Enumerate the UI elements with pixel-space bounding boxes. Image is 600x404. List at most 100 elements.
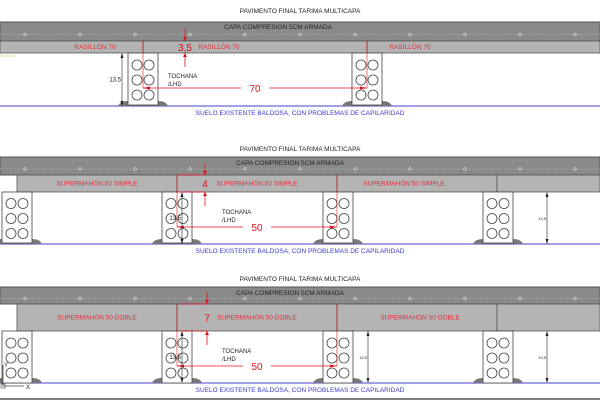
brick-hole-icon bbox=[367, 59, 379, 71]
brick-hole-icon bbox=[498, 228, 510, 239]
brick-hole-icon bbox=[17, 198, 29, 209]
arrow-down-icon bbox=[203, 171, 207, 175]
brick-hole-icon bbox=[338, 367, 350, 379]
slab-label: CAPA COMPRESION 5CM ARMADA bbox=[224, 24, 333, 31]
block-label: SUPERMAHÓN 50 SIMPLE bbox=[56, 179, 138, 188]
arrow-up-icon bbox=[203, 192, 207, 196]
height-dimension: 13,5 bbox=[169, 216, 181, 222]
brick-hole-icon bbox=[338, 213, 350, 224]
brick-hole-icon bbox=[131, 89, 143, 101]
brick-hole-icon bbox=[355, 89, 367, 101]
span-dimension: 50 bbox=[251, 223, 263, 234]
rebar-icon bbox=[298, 167, 302, 171]
brick-hole-icon bbox=[367, 74, 379, 86]
floor-finish-label: PAVIMENTO FINAL TARIMA MULTICAPA bbox=[240, 8, 361, 15]
brick-hole-icon bbox=[5, 228, 17, 239]
height-dimension: 13,5 bbox=[359, 355, 368, 360]
brick-hole-icon bbox=[131, 59, 143, 71]
height-dimension: 13,5 bbox=[169, 355, 181, 361]
brick-hole-icon bbox=[143, 89, 155, 101]
rebar-icon bbox=[573, 167, 577, 171]
rebar-icon bbox=[463, 296, 467, 301]
brick-label: /LHD bbox=[222, 218, 236, 224]
thickness-dimension: 3,5 bbox=[178, 43, 192, 54]
brick-hole-icon bbox=[17, 337, 29, 349]
ground-label: SUELO EXISTENTE BALDOSA, CON PROBLEMAS D… bbox=[196, 387, 405, 394]
ground-label: SUELO EXISTENTE BALDOSA, CON PROBLEMAS D… bbox=[196, 248, 405, 255]
block-label: SUPERMAHÓN 50 DOBLE bbox=[57, 313, 137, 322]
brick-hole-icon bbox=[177, 228, 189, 239]
rebar-icon bbox=[78, 32, 82, 37]
ceramic-block bbox=[142, 40, 368, 54]
brick-hole-icon bbox=[498, 337, 510, 349]
span-dimension: 50 bbox=[251, 362, 263, 373]
arrow-right-icon bbox=[330, 364, 337, 368]
rebar-icon bbox=[353, 32, 357, 37]
ceramic-block bbox=[496, 174, 600, 193]
ucs-y-label: Y bbox=[4, 363, 8, 369]
brick-hole-icon bbox=[177, 213, 189, 224]
rebar-icon bbox=[518, 32, 522, 37]
brick-hole-icon bbox=[143, 74, 155, 86]
rebar-icon bbox=[298, 296, 302, 301]
rebar-icon bbox=[573, 296, 577, 301]
rebar-icon bbox=[408, 296, 412, 301]
brick-hole-icon bbox=[338, 337, 350, 349]
brick-hole-icon bbox=[5, 198, 17, 209]
rebar-icon bbox=[243, 167, 247, 171]
ceramic-block bbox=[336, 303, 498, 332]
brick-hole-icon bbox=[486, 352, 498, 364]
brick-hole-icon bbox=[17, 213, 29, 224]
brick-hole-icon bbox=[165, 337, 177, 349]
rebar-icon bbox=[353, 296, 357, 301]
section-panel-2: SUPERMAHÓN 50 SIMPLE SUPERMAHÓN 50 SIMPLE… bbox=[0, 146, 600, 255]
block-label: RASILLÓN 70 bbox=[74, 42, 116, 51]
brick-hole-icon bbox=[338, 352, 350, 364]
rebar-icon bbox=[243, 296, 247, 301]
ceramic-block bbox=[16, 303, 178, 332]
brick-hole-icon bbox=[165, 352, 177, 364]
rebar-icon bbox=[518, 167, 522, 171]
height-dimension: 13,5 bbox=[538, 216, 547, 221]
brick-hole-icon bbox=[355, 59, 367, 71]
brick-hole-icon bbox=[326, 367, 338, 379]
brick-hole-icon bbox=[177, 352, 189, 364]
brick-hole-icon bbox=[326, 228, 338, 239]
brick-hole-icon bbox=[177, 198, 189, 209]
rebar-icon bbox=[353, 167, 357, 171]
thickness-dimension: 4 bbox=[202, 180, 208, 191]
arrow-right-icon bbox=[360, 86, 367, 90]
brick-hole-icon bbox=[498, 198, 510, 209]
brick-hole-icon bbox=[131, 74, 143, 86]
brick-hole-icon bbox=[338, 198, 350, 209]
brick-hole-icon bbox=[17, 352, 29, 364]
brick-hole-icon bbox=[17, 367, 29, 379]
ceramic-block bbox=[176, 303, 338, 332]
brick-label: TOCHANA bbox=[222, 210, 251, 216]
brick-hole-icon bbox=[165, 228, 177, 239]
rebar-icon bbox=[463, 32, 467, 37]
rebar-icon bbox=[298, 32, 302, 37]
brick-hole-icon bbox=[338, 228, 350, 239]
rebar-icon bbox=[188, 296, 192, 301]
thickness-dimension: 7 bbox=[204, 314, 210, 325]
ground-label: SUELO EXISTENTE BALDOSA, CON PROBLEMAS D… bbox=[196, 110, 405, 117]
brick-hole-icon bbox=[486, 228, 498, 239]
brick-hole-icon bbox=[5, 352, 17, 364]
rebar-icon bbox=[133, 32, 137, 37]
brick-hole-icon bbox=[5, 337, 17, 349]
rebar-icon bbox=[463, 167, 467, 171]
brick-hole-icon bbox=[165, 213, 177, 224]
brick-hole-icon bbox=[367, 89, 379, 101]
brick-hole-icon bbox=[498, 213, 510, 224]
block-label: SUPERMAHÓN 50 SIMPLE bbox=[216, 179, 298, 188]
arrow-up-icon bbox=[205, 331, 209, 335]
brick-label: /LHD bbox=[168, 82, 182, 88]
brick-hole-icon bbox=[17, 228, 29, 239]
block-label: SUPERMAHÓN 50 DOBLE bbox=[380, 313, 460, 322]
rebar-icon bbox=[133, 167, 137, 171]
brick-hole-icon bbox=[486, 337, 498, 349]
span-dimension: 70 bbox=[249, 84, 261, 95]
